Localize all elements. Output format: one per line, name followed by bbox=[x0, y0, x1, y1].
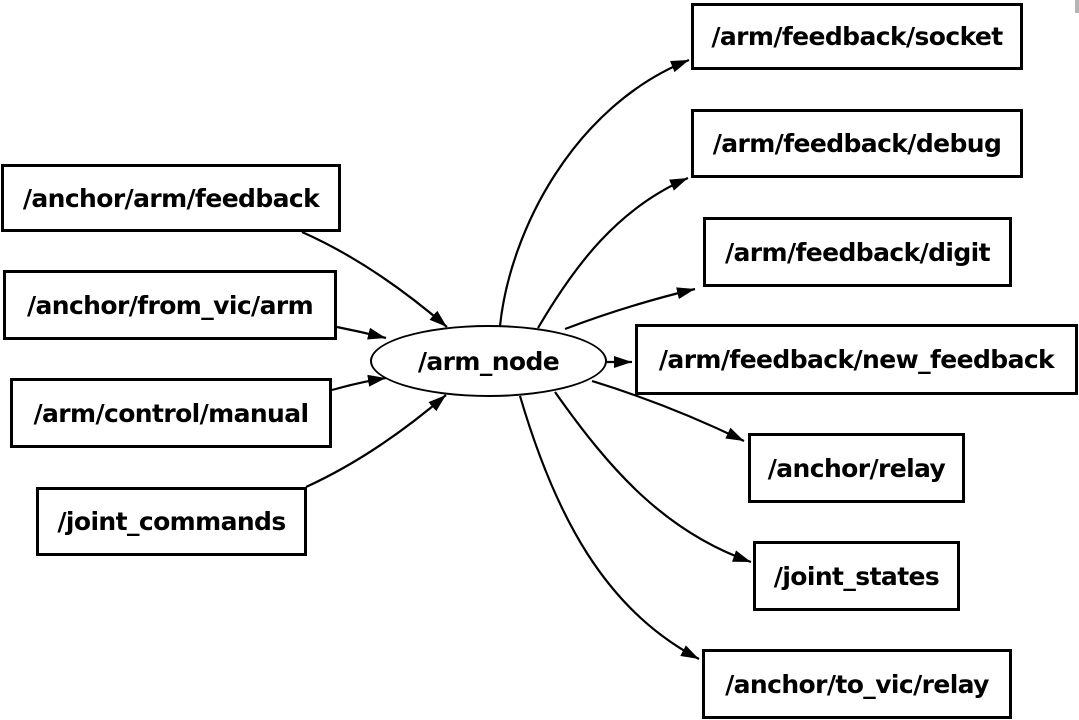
topic-label: /joint_commands bbox=[57, 507, 286, 536]
topic-node-anchor-relay: /anchor/relay bbox=[748, 433, 965, 503]
topic-label: /joint_states bbox=[773, 561, 940, 591]
topic-label: /anchor/arm/feedback bbox=[22, 183, 320, 213]
edge-anchor-from-vic-arm-to-arm-node bbox=[336, 325, 387, 340]
topic-node-arm-feedback-digit: /arm/feedback/digit bbox=[703, 217, 1012, 287]
topic-node-joint-states: /joint_states bbox=[753, 541, 960, 611]
topic-label: /arm/feedback/debug bbox=[712, 129, 1002, 158]
edge-arm-node-to-anchor-to-vic-relay bbox=[518, 395, 700, 660]
topic-node-arm-feedback-new-feedback: /arm/feedback/new_feedback bbox=[635, 324, 1078, 395]
topic-label: /arm/control/manual bbox=[33, 398, 309, 428]
edge-arm-node-to-joint-states bbox=[554, 391, 752, 564]
topic-label: /anchor/relay bbox=[767, 453, 946, 483]
topic-node-arm-control-manual: /arm/control/manual bbox=[10, 378, 332, 448]
topic-node-arm-feedback-socket: /arm/feedback/socket bbox=[691, 3, 1023, 70]
edge-arm-node-to-arm-feedback-socket bbox=[498, 58, 690, 327]
topic-label: /arm/feedback/socket bbox=[711, 22, 1003, 51]
topic-node-anchor-arm-feedback: /anchor/arm/feedback bbox=[1, 164, 341, 232]
edge-arm-node-to-arm-feedback-debug bbox=[537, 176, 689, 329]
topic-label: /anchor/from_vic/arm bbox=[26, 290, 314, 320]
screen-edge-artifact bbox=[1075, 0, 1079, 13]
topic-node-joint-commands: /joint_commands bbox=[36, 487, 307, 556]
topic-node-arm-feedback-debug: /arm/feedback/debug bbox=[691, 109, 1023, 178]
node-label: /arm_node bbox=[417, 346, 560, 376]
topic-label: /arm/feedback/new_feedback bbox=[658, 345, 1055, 374]
topic-node-anchor-to-vic-relay: /anchor/to_vic/relay bbox=[702, 649, 1012, 719]
topic-node-anchor-from-vic-arm: /anchor/from_vic/arm bbox=[3, 270, 337, 340]
topic-label: /arm/feedback/digit bbox=[724, 237, 991, 267]
ros-node-arm-node: /arm_node bbox=[370, 325, 607, 397]
edge-arm-control-manual-to-arm-node bbox=[331, 374, 387, 392]
edge-arm-node-to-arm-feedback-digit bbox=[564, 287, 696, 331]
topic-label: /anchor/to_vic/relay bbox=[725, 669, 989, 699]
